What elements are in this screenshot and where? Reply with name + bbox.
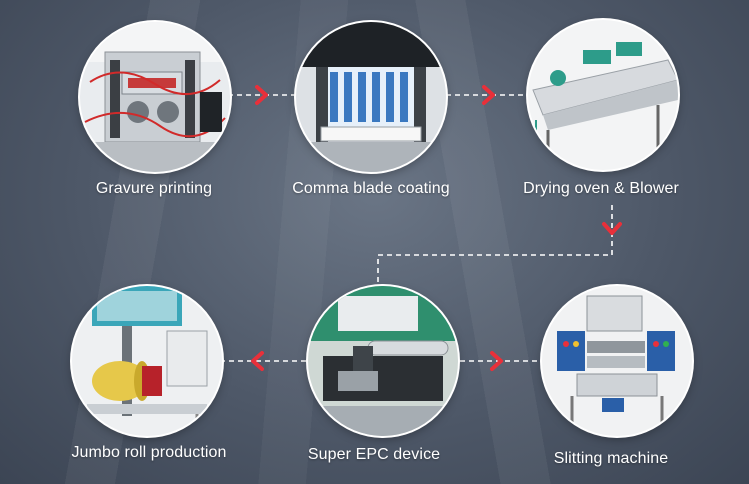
arrow-left-icon [251, 351, 264, 371]
drying-oven-photo [528, 20, 678, 170]
comma-blade-coater-photo [296, 22, 446, 172]
epc-device-photo [308, 286, 458, 436]
step-slitting-machine-image [542, 286, 692, 436]
step-drying-oven-image [528, 20, 678, 170]
arrow-right-icon [490, 351, 503, 371]
jumbo-roll-machine-photo [72, 286, 222, 436]
step-drying-oven-label: Drying oven & Blower [523, 180, 679, 197]
step-slitting-machine-label: Slitting machine [553, 450, 669, 467]
step-comma-blade-coating-label: Comma blade coating [292, 180, 450, 197]
arrow-down-icon [602, 222, 622, 235]
step-jumbo-roll-label: Jumbo roll production [71, 444, 227, 461]
step-gravure-printing-label: Gravure printing [95, 180, 213, 197]
connector-3-5 [377, 205, 613, 290]
slitting-machine-photo [542, 286, 692, 436]
step-comma-blade-coating-image [296, 22, 446, 172]
step-jumbo-roll-image [72, 286, 222, 436]
gravure-printing-machine-photo [80, 22, 230, 172]
step-epc-device-image [308, 286, 458, 436]
step-epc-device-label: Super EPC device [307, 446, 441, 463]
arrow-right-icon [482, 85, 495, 105]
step-gravure-printing-image [80, 22, 230, 172]
arrow-right-icon [255, 85, 268, 105]
